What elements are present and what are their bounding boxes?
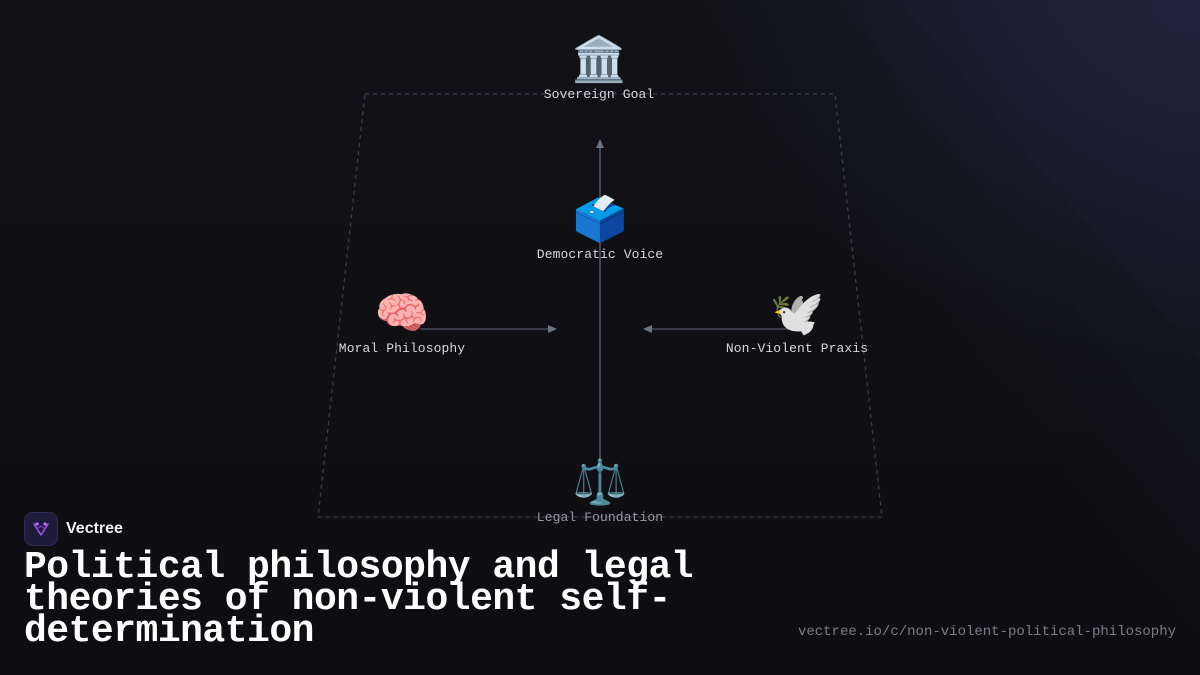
node-label: Non-Violent Praxis (725, 341, 869, 356)
node-democratic-voice: 🗳️ Democratic Voice (536, 194, 664, 263)
node-moral-philosophy: 🧠 Moral Philosophy (338, 288, 466, 357)
vectree-logo-icon (24, 512, 58, 546)
node-legal-foundation: ⚖️ Legal Foundation (536, 457, 664, 526)
node-sovereign-goal: 🏛️ Sovereign Goal (543, 34, 655, 103)
classical-building-icon: 🏛️ (571, 34, 627, 85)
node-label: Moral Philosophy (338, 341, 466, 356)
ballot-box-icon: 🗳️ (572, 194, 628, 245)
brand[interactable]: Vectree (24, 512, 123, 546)
dashed-frame (317, 93, 883, 518)
brand-name: Vectree (66, 520, 123, 537)
page-url[interactable]: vectree.io/c/non-violent-political-philo… (797, 624, 1176, 640)
page-title: Political philosophy and legal theories … (24, 546, 694, 653)
node-label: Legal Foundation (536, 510, 664, 525)
dove-icon: 🕊️ (769, 288, 825, 339)
brain-icon: 🧠 (374, 288, 430, 339)
node-label: Sovereign Goal (543, 87, 655, 102)
node-label: Democratic Voice (536, 247, 664, 262)
node-non-violent-praxis: 🕊️ Non-Violent Praxis (725, 288, 869, 357)
scales-icon: ⚖️ (572, 457, 628, 508)
